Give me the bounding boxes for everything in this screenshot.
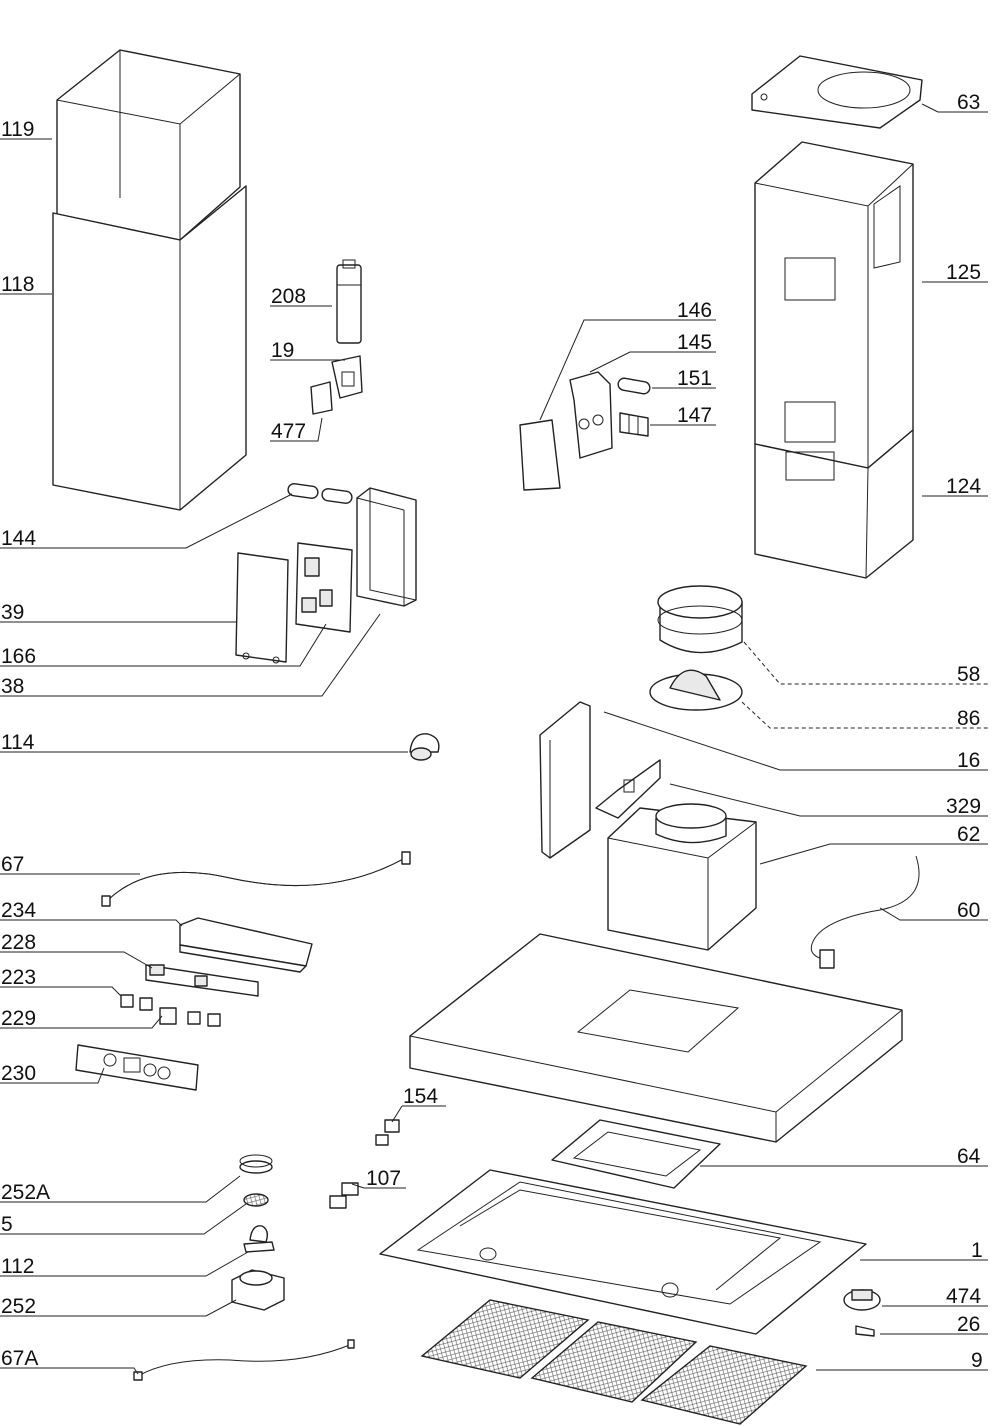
grommet-pair-part: [287, 483, 353, 504]
leader-lines: [0, 103, 988, 1375]
label-112: 112: [1, 1255, 34, 1278]
lamp-ring-part: [239, 1154, 273, 1174]
label-118: 118: [1, 273, 34, 296]
label-114: 114: [1, 731, 35, 754]
cable-clamp-part: [409, 733, 440, 761]
label-86: 86: [957, 707, 980, 730]
canopy-part: [379, 1169, 867, 1335]
capacitor-bracket-part: [331, 355, 363, 399]
electrical-cover-part: [235, 552, 289, 664]
label-5: 5: [1, 1213, 13, 1236]
spring-clip-part: [375, 1119, 400, 1146]
fuse-holder-part: [617, 377, 651, 395]
label-474: 474: [946, 1285, 981, 1308]
lamp-glass-part: [243, 1193, 269, 1207]
label-16: 16: [957, 749, 980, 772]
label-64: 64: [957, 1145, 981, 1168]
inner-frame-lower-part: [754, 429, 914, 579]
lower-chimney-part: [52, 185, 247, 511]
part-number-labels: 119 118 208 19 477 144 39 166 38 114 67 …: [1, 91, 983, 1372]
label-58: 58: [957, 663, 980, 686]
label-252A: 252A: [1, 1181, 50, 1204]
screw-part: [855, 1325, 875, 1337]
top-mounting-plate-part: [751, 55, 923, 129]
lamp-bulb-part: [243, 1225, 275, 1253]
label-146: 146: [677, 299, 712, 322]
label-9: 9: [971, 1349, 983, 1372]
backdraft-valve-part: [649, 669, 743, 711]
switch-board-part: [145, 964, 259, 997]
motor-housing-part: [607, 803, 757, 951]
label-229: 229: [1, 1007, 36, 1030]
label-60: 60: [957, 899, 980, 922]
label-67A: 67A: [1, 1347, 38, 1370]
terminal-bracket-part: [569, 371, 613, 459]
label-63: 63: [957, 91, 980, 114]
grease-filter-set-part: [420, 1299, 808, 1425]
electrical-box-part: [356, 487, 417, 607]
retaining-clip-part: [329, 1182, 359, 1209]
terminal-cover-part: [519, 419, 561, 491]
label-145: 145: [677, 331, 712, 354]
hood-body-part: [409, 933, 903, 1143]
label-228: 228: [1, 931, 36, 954]
lamp-socket-part: [843, 1289, 881, 1311]
circuit-board-part: [295, 542, 353, 633]
label-107: 107: [366, 1167, 401, 1190]
label-1: 1: [971, 1239, 983, 1262]
label-38: 38: [1, 675, 24, 698]
clip-part: [310, 381, 333, 415]
capacitor-part: [336, 259, 362, 344]
control-housing-part: [179, 917, 313, 973]
label-144: 144: [1, 527, 36, 550]
label-125: 125: [946, 261, 981, 284]
label-329: 329: [946, 795, 981, 818]
label-234: 234: [1, 899, 36, 922]
cable-part: [101, 851, 411, 907]
label-19: 19: [271, 339, 294, 362]
label-67: 67: [1, 853, 24, 876]
label-208: 208: [271, 285, 306, 308]
power-cord-part: [810, 855, 920, 969]
duct-adapter-part: [657, 585, 743, 654]
label-252: 252: [1, 1295, 36, 1318]
upper-chimney-part: [56, 49, 241, 241]
lamp-holder-part: [231, 1269, 285, 1311]
control-panel-part: [75, 1044, 199, 1091]
terminal-block-part: [619, 412, 649, 437]
label-39: 39: [1, 601, 24, 624]
motor-mounting-plate-part: [539, 701, 591, 859]
label-124: 124: [946, 475, 981, 498]
label-119: 119: [1, 118, 34, 141]
inner-frame-upper-part: [754, 141, 914, 469]
label-154: 154: [403, 1085, 438, 1108]
label-223: 223: [1, 966, 36, 989]
wire-part: [133, 1339, 355, 1381]
mounting-frame-part: [551, 1119, 721, 1189]
label-477: 477: [271, 420, 306, 443]
label-26: 26: [957, 1313, 980, 1336]
label-166: 166: [1, 645, 36, 668]
label-230: 230: [1, 1062, 36, 1085]
label-151: 151: [677, 367, 712, 390]
control-knob-set-part: [120, 994, 221, 1027]
label-147: 147: [677, 404, 712, 427]
label-62: 62: [957, 823, 980, 846]
support-bracket-part: [595, 759, 661, 819]
